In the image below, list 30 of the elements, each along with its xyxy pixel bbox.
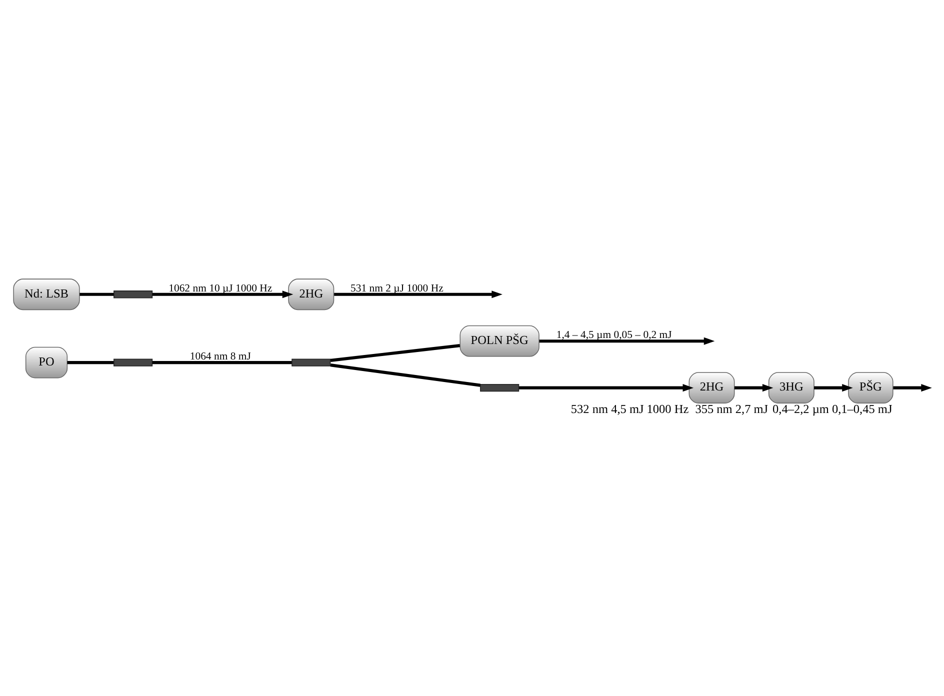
node-bar [114,290,153,298]
arrow [539,337,715,345]
connector [152,361,292,364]
connector [330,364,480,387]
node-box: POLN PŠG [460,325,540,357]
node-box: 2HG [288,278,334,310]
edge-label: 1062 nm 10 µJ 1000 Hz [168,282,272,294]
node-bar [480,384,520,392]
node-label: 532 nm 4,5 mJ 1000 Hz [570,402,689,416]
node-label: 355 nm 2,7 mJ [695,402,768,416]
node-label: 0,4–2,2 µm 0,1–0,45 mJ [772,402,892,416]
node-bar [114,358,153,366]
node-box: Nd: LSB [13,278,80,310]
connector [80,292,114,296]
edge-label: 1,4 – 4,5 µm 0,05 – 0,2 mJ [556,329,672,342]
node-bar [292,358,331,366]
arrow [814,384,853,392]
arrow [734,384,774,392]
node-box: 3HG [768,372,814,404]
node-box: PŠG [848,372,894,404]
edge-label: 531 nm 2 µJ 1000 Hz [350,282,444,294]
arrow [334,290,502,298]
arrow [152,290,294,298]
connector [67,361,114,364]
node-box: 2HG [688,372,735,404]
arrow [893,384,932,392]
node-box: PO [25,346,68,378]
connector [330,344,460,362]
arrow [519,384,694,392]
edge-label: 1064 nm 8 mJ [190,350,251,363]
